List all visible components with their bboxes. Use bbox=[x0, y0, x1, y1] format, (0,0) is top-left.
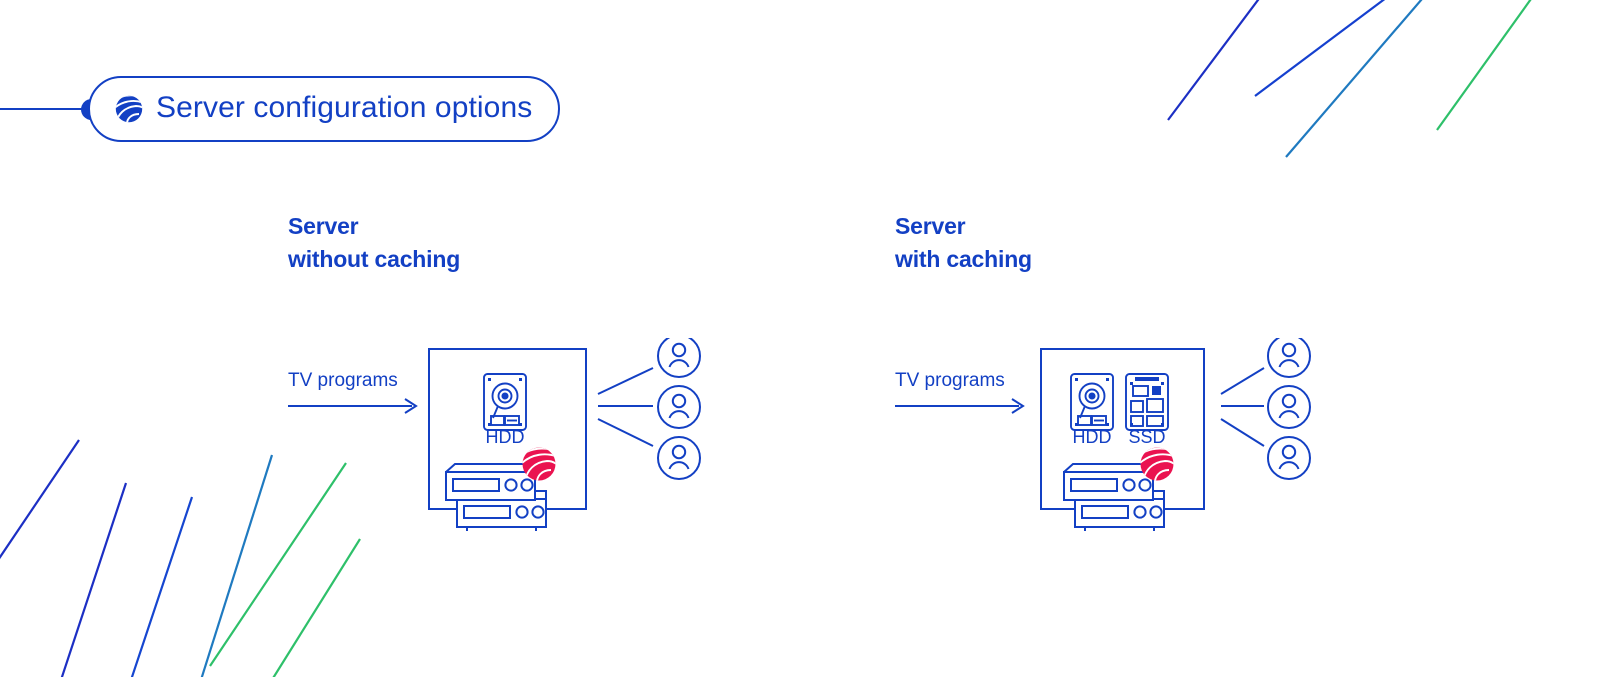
flow-label-tv-programs: TV programs bbox=[288, 370, 398, 392]
set-top-box-icon bbox=[445, 463, 536, 502]
header: Server configuration options bbox=[0, 76, 640, 144]
ball-globe-icon bbox=[115, 95, 143, 123]
panel-diagram: TV programs bbox=[288, 338, 718, 568]
accent-ball-icon bbox=[522, 447, 556, 481]
user-avatar-icon bbox=[657, 436, 701, 481]
page-title: Server configuration options bbox=[156, 90, 533, 124]
client-connector-lines bbox=[1220, 367, 1265, 448]
panel-server-without-caching: Server without caching TV programs bbox=[288, 210, 718, 568]
storage-label-ssd: SSD bbox=[1128, 427, 1165, 447]
user-avatar-icon bbox=[1267, 385, 1311, 430]
storage-label-hdd: HDD bbox=[1073, 427, 1112, 447]
accent-ball-icon bbox=[1140, 447, 1174, 481]
decorative-diagonals-top-right bbox=[1167, 0, 1532, 158]
hard-disk-drive-icon bbox=[1070, 373, 1114, 432]
incoming-arrow bbox=[895, 398, 1025, 415]
user-avatar-icon bbox=[1267, 338, 1311, 379]
client-avatars bbox=[1267, 338, 1311, 481]
panel-server-with-caching: Server with caching TV programs bbox=[895, 210, 1325, 568]
hard-disk-drive-icon bbox=[483, 373, 527, 432]
panel-diagram: TV programs bbox=[895, 338, 1325, 568]
panel-title: Server with caching bbox=[895, 213, 1032, 272]
solid-state-drive-icon bbox=[1125, 373, 1169, 432]
header-connector-line bbox=[0, 108, 96, 110]
client-connector-lines bbox=[597, 367, 654, 448]
user-avatar-icon bbox=[1267, 436, 1311, 481]
client-avatars bbox=[657, 338, 701, 481]
storage-label-hdd: HDD bbox=[486, 427, 525, 447]
flow-label-tv-programs: TV programs bbox=[895, 370, 1005, 392]
user-avatar-icon bbox=[657, 385, 701, 430]
incoming-arrow bbox=[288, 398, 418, 415]
panel-title: Server without caching bbox=[288, 213, 461, 272]
page-title-pill[interactable]: Server configuration options bbox=[88, 76, 561, 142]
set-top-box-icon bbox=[1063, 463, 1154, 502]
user-avatar-icon bbox=[657, 338, 701, 379]
